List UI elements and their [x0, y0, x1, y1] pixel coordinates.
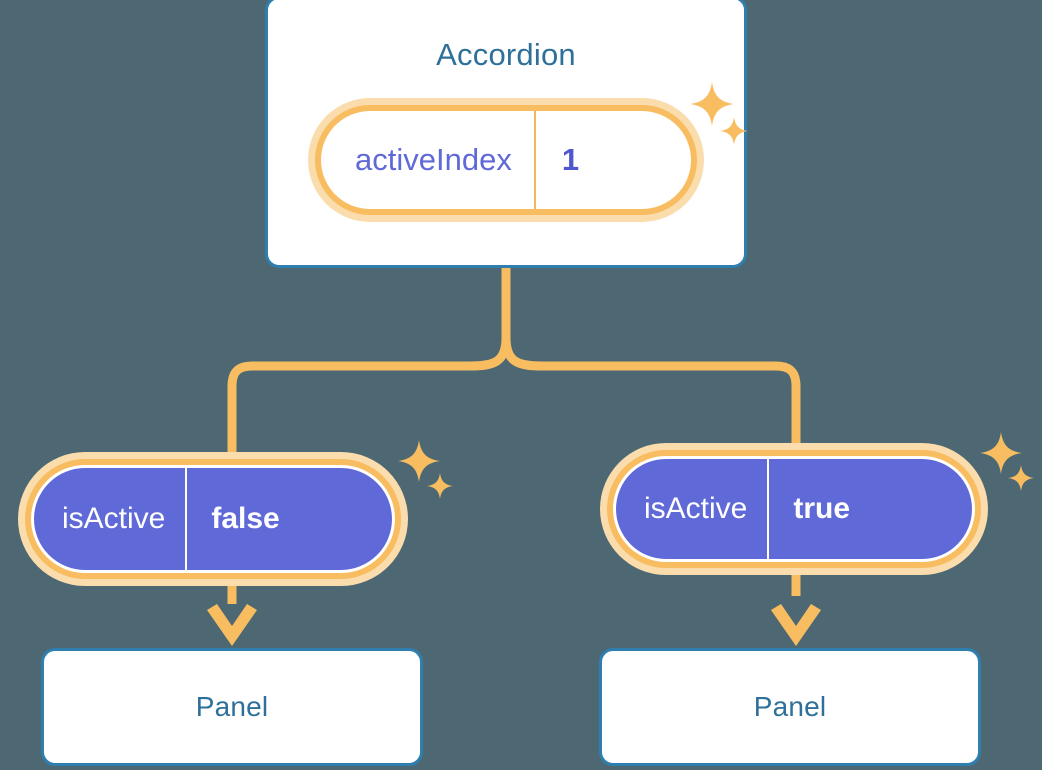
sparkle-four-point-icon	[398, 440, 440, 482]
sparkle-four-point-icon	[980, 432, 1022, 474]
state-pill-body: activeIndex 1	[321, 111, 691, 209]
state-pill-key: activeIndex	[355, 142, 512, 177]
state-pill-key: isActive	[644, 492, 748, 525]
panel-card-right[interactable]: Panel	[599, 648, 981, 766]
sparkle-four-point-small-icon	[1008, 465, 1034, 491]
state-pill-ring: isActive true	[607, 450, 981, 568]
state-pill-body: isActive true	[613, 456, 975, 562]
state-pill-value: false	[185, 468, 311, 570]
state-pill-ring: isActive false	[25, 459, 401, 579]
state-pill-body: isActive false	[31, 465, 395, 573]
state-pill-is-active-true[interactable]: isActive true	[600, 443, 988, 575]
panel-card-left[interactable]: Panel	[41, 648, 423, 766]
state-pill-value: true	[767, 459, 882, 559]
connector-branch-left	[227, 337, 511, 470]
state-pill-key: isActive	[62, 502, 166, 535]
state-pill-value: 1	[533, 111, 621, 209]
accordion-card-title: Accordion	[436, 37, 576, 72]
panel-card-title: Panel	[195, 691, 269, 722]
sparkle-four-point-small-icon	[427, 473, 453, 499]
state-pill-is-active-false[interactable]: isActive false	[18, 452, 408, 586]
panel-card-title: Panel	[753, 691, 827, 722]
arrow-down-icon-right	[771, 604, 821, 646]
arrow-down-icon-left	[207, 604, 257, 646]
state-pill-active-index[interactable]: activeIndex 1	[308, 98, 704, 222]
state-pill-ring: activeIndex 1	[315, 105, 697, 215]
